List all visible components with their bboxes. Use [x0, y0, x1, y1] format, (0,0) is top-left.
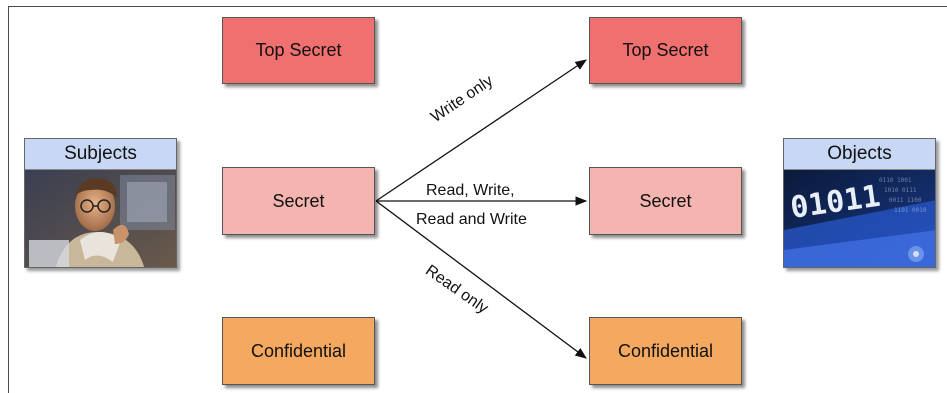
objects-title: Objects [784, 139, 935, 170]
binary-data-image: 01011 0110 1001 1010 0111 0011 1100 1101… [784, 170, 935, 267]
subjects-title: Subjects [25, 139, 176, 170]
objects-card: Objects 01011 0110 1001 1010 0111 0011 1… [783, 138, 936, 268]
left-top-secret-box: Top Secret [222, 17, 375, 84]
subjects-card: Subjects [24, 138, 177, 268]
svg-text:1010 0111: 1010 0111 [884, 187, 917, 194]
svg-text:0011 1100: 0011 1100 [889, 197, 922, 204]
frame-left-border [8, 6, 9, 393]
svg-text:0110 1001: 0110 1001 [879, 177, 912, 184]
left-secret-box: Secret [222, 167, 375, 235]
right-confidential-box: Confidential [589, 317, 742, 385]
right-top-secret-box: Top Secret [589, 17, 742, 84]
left-confidential-box: Confidential [222, 317, 375, 385]
subjects-photo [25, 170, 176, 267]
person-reading-image [25, 170, 176, 267]
svg-text:1101 0010: 1101 0010 [894, 207, 927, 214]
frame-top-border [8, 6, 947, 7]
write-only-label: Write only [428, 72, 497, 127]
read-write-label-line1: Read, Write, [426, 182, 515, 199]
right-secret-box: Secret [589, 167, 742, 235]
read-write-label-line2: Read and Write [416, 211, 527, 228]
objects-image: 01011 0110 1001 1010 0111 0011 1100 1101… [784, 170, 935, 267]
read-only-label: Read only [422, 262, 492, 318]
